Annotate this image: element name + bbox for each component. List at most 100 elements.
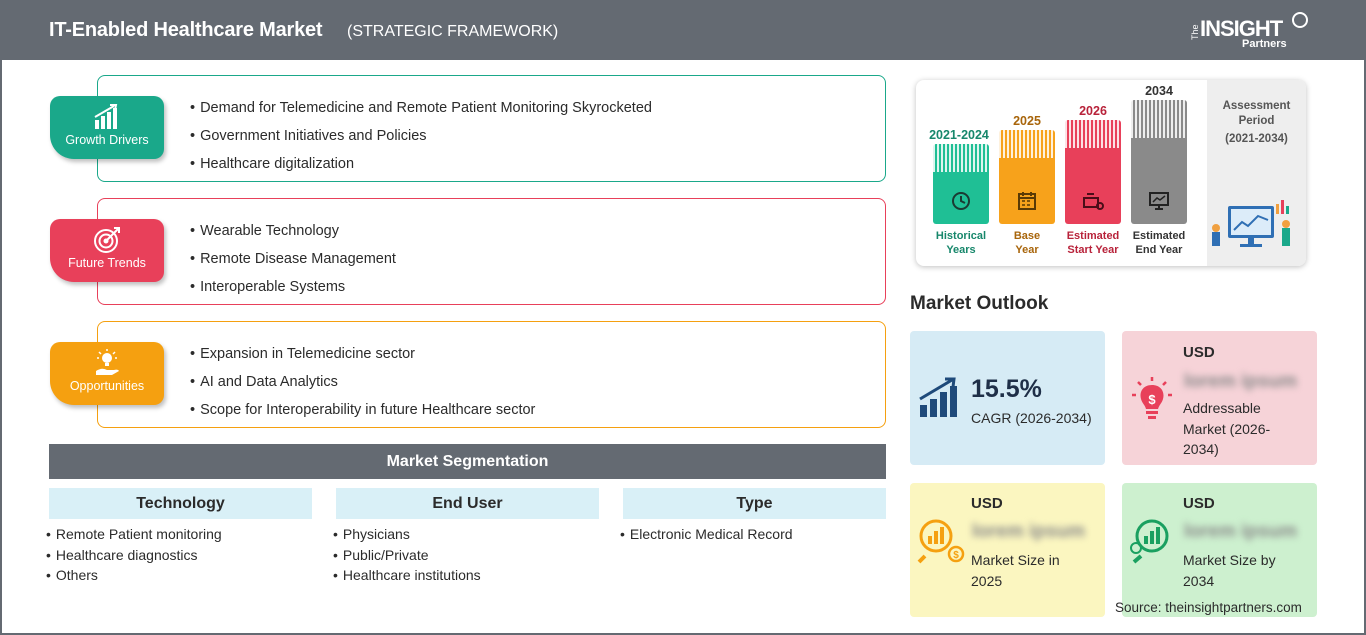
segment-head-end-user: End User (336, 488, 599, 519)
future-trends-box: Wearable Technology Remote Disease Manag… (97, 198, 886, 305)
frame-bottom (0, 633, 1366, 635)
label-line: 2025 (971, 572, 1003, 589)
page-title: IT-Enabled Healthcare Market (49, 19, 323, 41)
lightbulb-dollar-icon: $ (1132, 377, 1172, 419)
label-line: 2034) (1183, 441, 1219, 457)
bar-historical (933, 144, 989, 224)
label-line: Addressable (1183, 400, 1261, 416)
future-trends-label: Future Trends (68, 256, 146, 270)
history-icon (952, 192, 970, 210)
lightbulb-hand-icon (96, 349, 119, 375)
caption-line: End Year (1135, 244, 1183, 256)
label-line: 2034 (1183, 572, 1215, 589)
addressable-value-blurred: lorem ipsum (1184, 371, 1297, 392)
future-trends-badge: Future Trends (50, 219, 164, 282)
size2034-label: Market Size by 2034 (1183, 550, 1276, 591)
list-item: Interoperable Systems (190, 273, 396, 301)
list-item: Healthcare diagnostics (46, 545, 222, 566)
addressable-usd: USD (1183, 344, 1215, 361)
growth-drivers-box: Demand for Telemedicine and Remote Patie… (97, 75, 886, 182)
addressable-label: Addressable Market (2026- 2034) (1183, 398, 1270, 460)
label-line: Market (2026- (1183, 420, 1271, 437)
year-label-start: 2026 (1079, 104, 1107, 118)
magnifier-chart-icon: $ (917, 519, 965, 564)
list-item: Electronic Medical Record (620, 524, 793, 545)
list-item: Scope for Interoperability in future Hea… (190, 396, 535, 424)
caption-line: Estimated (1066, 230, 1120, 242)
list-item: Expansion in Telemedicine sector (190, 340, 535, 368)
logo-main: INSIGHT (1200, 16, 1283, 41)
size2025-label: Market Size in 2025 (971, 550, 1060, 591)
growth-chart-icon (919, 377, 957, 417)
bar-caption-historical: Historical Years (923, 229, 999, 257)
analytics-illustration-icon (1212, 200, 1290, 247)
market-size-2034-card: USD lorem ipsum Market Size by 2034 (1122, 483, 1317, 617)
logo-sub: Partners (1242, 38, 1287, 50)
magnifier-growth-icon (1130, 519, 1169, 564)
cagr-card: 15.5% CAGR (2026-2034) (910, 331, 1105, 465)
monitor-chart-icon (1149, 192, 1169, 210)
list-item: Healthcare digitalization (190, 150, 652, 178)
logo-the: The (1190, 24, 1200, 40)
label-line: Market Size by (1183, 552, 1276, 568)
cagr-value: 15.5% (971, 375, 1042, 403)
segment-head-type: Type (623, 488, 886, 519)
opportunities-badge: Opportunities (50, 342, 164, 405)
start-icon (1083, 193, 1104, 210)
bar-base (999, 130, 1055, 224)
size2025-value-blurred: lorem ipsum (972, 521, 1085, 542)
caption-line: Base (1013, 230, 1041, 242)
segment-list-end-user: Physicians Public/Private Healthcare ins… (333, 524, 481, 586)
bar-caption-start: Estimated Start Year (1055, 229, 1131, 257)
caption-line: Start Year (1067, 244, 1119, 256)
frame-right (1364, 60, 1366, 635)
market-outlook-heading: Market Outlook (910, 293, 1049, 314)
bar-caption-end: Estimated End Year (1121, 229, 1197, 257)
growth-drivers-label: Growth Drivers (65, 133, 149, 147)
caption-line: Year (1015, 244, 1039, 256)
frame-left (0, 60, 2, 635)
year-label-end: 2034 (1145, 84, 1173, 98)
segment-list-technology: Remote Patient monitoring Healthcare dia… (46, 524, 222, 586)
list-item: Remote Disease Management (190, 245, 396, 273)
size2034-value-blurred: lorem ipsum (1184, 521, 1297, 542)
label-line: Market Size in (971, 552, 1060, 568)
list-item: Demand for Telemedicine and Remote Patie… (190, 94, 652, 122)
list-item: Physicians (333, 524, 481, 545)
insight-partners-logo[interactable]: The INSIGHT Partners (1190, 12, 1310, 52)
list-item: AI and Data Analytics (190, 368, 535, 396)
svg-text:$: $ (1148, 392, 1156, 407)
year-label-historical: 2021-2024 (929, 128, 989, 142)
opportunities-list: Expansion in Telemedicine sector AI and … (190, 340, 535, 424)
assessment-period-range: (2021-2034) (1225, 133, 1288, 145)
size2034-usd: USD (1183, 495, 1215, 512)
bar-end (1131, 100, 1187, 224)
list-item: Healthcare institutions (333, 565, 481, 586)
bar-growth-icon (94, 104, 118, 129)
cagr-label: CAGR (2026-2034) (971, 410, 1092, 426)
list-item: Remote Patient monitoring (46, 524, 222, 545)
list-item: Public/Private (333, 545, 481, 566)
list-item: Others (46, 565, 222, 586)
svg-text:$: $ (953, 550, 959, 561)
size2025-usd: USD (971, 495, 1003, 512)
list-item: Government Initiatives and Policies (190, 122, 652, 150)
page-subtitle: (STRATEGIC FRAMEWORK) (347, 23, 559, 40)
logo-mark-icon (1292, 12, 1308, 28)
future-trends-list: Wearable Technology Remote Disease Manag… (190, 217, 396, 301)
growth-drivers-list: Demand for Telemedicine and Remote Patie… (190, 94, 652, 178)
header-bar: IT-Enabled Healthcare Market (STRATEGIC … (0, 0, 1366, 60)
source-citation: Source: theinsightpartners.com (1115, 600, 1302, 615)
list-item: Wearable Technology (190, 217, 396, 245)
opportunities-box: Expansion in Telemedicine sector AI and … (97, 321, 886, 428)
target-icon (94, 227, 120, 253)
bar-caption-base: Base Year (989, 229, 1065, 257)
caption-line: Years (946, 244, 976, 256)
calendar-icon (1018, 192, 1036, 210)
market-segmentation-bar: Market Segmentation (49, 444, 886, 479)
opportunities-label: Opportunities (69, 379, 145, 393)
addressable-market-card: $ USD lorem ipsum Addressable Market (20… (1122, 331, 1317, 465)
year-label-base: 2025 (1013, 114, 1041, 128)
growth-drivers-badge: Growth Drivers (50, 96, 164, 159)
caption-line: Estimated (1132, 230, 1186, 242)
